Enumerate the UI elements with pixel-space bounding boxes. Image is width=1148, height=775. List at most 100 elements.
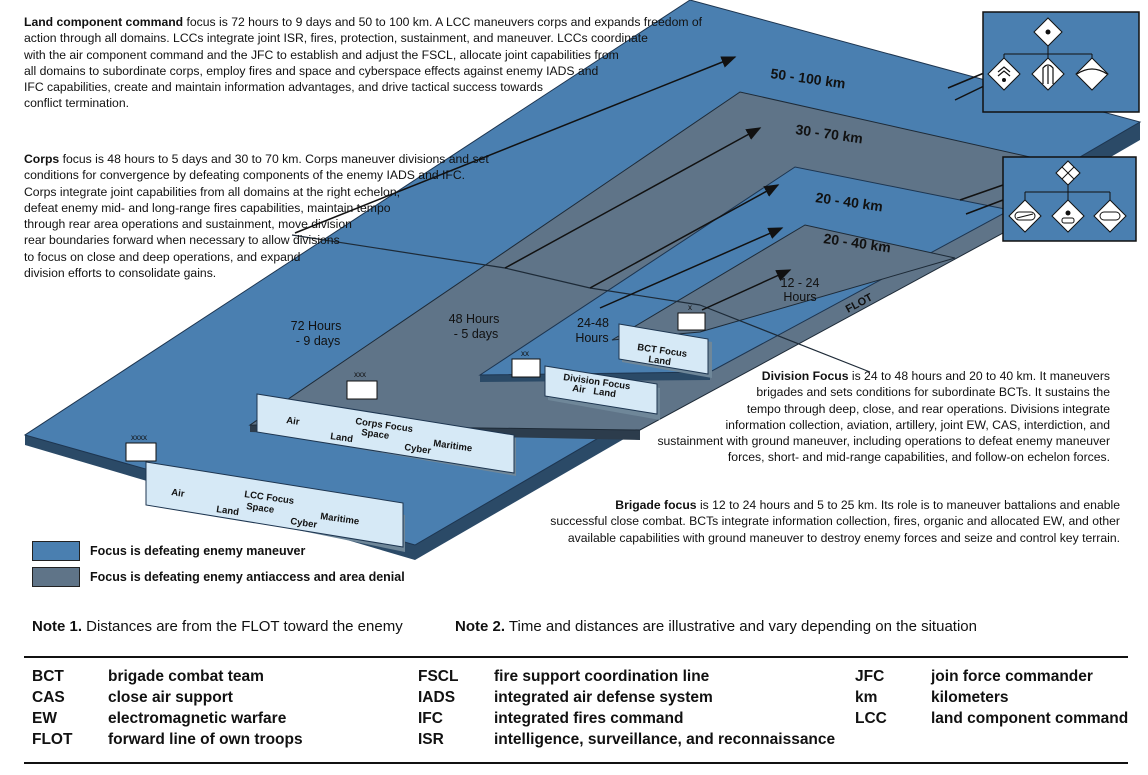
- lcc-line: with the air component command and the J…: [24, 47, 619, 62]
- lcc-panel-cyber: Cyber: [290, 516, 318, 531]
- corps-panel-cyber: Cyber: [404, 442, 432, 457]
- lcc-line: conflict termination.: [24, 96, 129, 111]
- note-2-text: Time and distances are illustrative and …: [505, 618, 977, 635]
- division-line: sustainment with ground maneuver, includ…: [657, 434, 1110, 449]
- lcc-focus-heading: Land component command: [24, 15, 184, 29]
- arrow-20-40-b: [599, 227, 784, 309]
- brigade-focus-text: Brigade focus is 12 to 24 hours and 5 to…: [480, 497, 1120, 546]
- glossary-def: land component command: [931, 710, 1129, 727]
- glossary-row: km kilometers: [855, 687, 1128, 708]
- glossary-abbr: FSCL: [418, 668, 459, 685]
- battlefield-diagram: 50 - 100 km 30 - 70 km 20 - 40 km 20 - 4…: [23, 0, 1142, 560]
- time-label-corps: 48 Hours: [449, 312, 500, 326]
- glossary-abbr: ISR: [418, 731, 444, 748]
- naval-unit-icon: [1075, 57, 1109, 91]
- lcc-panel-land: Land: [216, 504, 240, 518]
- note-2-heading: Note 2.: [455, 618, 506, 635]
- corps-focus-heading: Corps: [24, 152, 60, 166]
- corps-line: rear boundaries forward when necessary t…: [24, 233, 340, 248]
- lcc-panel-space: Space: [246, 501, 275, 516]
- brigade-focus-heading: Brigade focus: [615, 498, 697, 512]
- aviation-unit-icon: [987, 57, 1021, 91]
- legend-item-maneuver: Focus is defeating enemy maneuver: [32, 541, 305, 561]
- glossary-row: ISR intelligence, surveillance, and recon…: [418, 729, 835, 750]
- glossary-row: LCC land component command: [855, 708, 1128, 729]
- lcc-line: IFC capabilities, create and maintain in…: [24, 80, 543, 95]
- glossary-row: IADS integrated air defense system: [418, 687, 835, 708]
- corps-line: to focus on close and deep operations, a…: [24, 249, 301, 264]
- glossary-abbr: IFC: [418, 710, 443, 727]
- time-label-brigade-2: Hours: [783, 290, 816, 304]
- arrow-12-24: [701, 269, 792, 311]
- division-line: brigades and sets conditions for subordi…: [756, 385, 1110, 400]
- note-1: Note 1. Distances are from the FLOT towa…: [32, 618, 403, 635]
- lcc-panel-air: Air: [171, 487, 186, 500]
- glossary-abbr: BCT: [32, 668, 64, 685]
- arrow-50-100: [294, 56, 737, 234]
- note-1-heading: Note 1.: [32, 618, 83, 635]
- lcc-focus-panel: LCC Focus Air Land Space Cyber Maritime: [145, 461, 405, 552]
- corps-focus-panel: Corps Focus Air Land Space Cyber Maritim…: [256, 393, 516, 476]
- glossary-abbr: LCC: [855, 710, 887, 727]
- glossary-def: integrated fires command: [494, 710, 684, 727]
- glossary-abbr: EW: [32, 710, 57, 727]
- zone-dividers: [291, 234, 871, 373]
- echelon-marker-x: x: [688, 303, 692, 312]
- division-line: information collection, aviation, artill…: [725, 417, 1110, 432]
- brigade-line: available capabilities with ground maneu…: [567, 530, 1120, 545]
- corps-line: division efforts to consolidate gains.: [24, 266, 217, 281]
- bct-focus-panel: BCT Focus Land: [618, 323, 712, 378]
- echelon-box-brigade: [677, 312, 706, 331]
- division-focus-heading: Division Focus: [761, 369, 849, 383]
- arrow-20-40-a: [589, 184, 780, 289]
- glossary-def: fire support coordination line: [494, 668, 710, 685]
- corps-line: conditions for convergence by defeating …: [24, 168, 466, 183]
- legend-label: Focus is defeating enemy maneuver: [90, 544, 306, 558]
- corps-line: focus is 48 hours to 5 days and 30 to 70…: [59, 152, 489, 166]
- corps-panel-maritime: Maritime: [433, 438, 473, 454]
- echelon-box-division: [511, 358, 541, 378]
- division-panel-air: Air: [572, 383, 587, 396]
- glossary-def: join force commander: [931, 668, 1093, 685]
- bct-panel-land: Land: [648, 354, 672, 368]
- note-2: Note 2. Time and distances are illustrat…: [455, 618, 977, 635]
- corps-line: through rear area operations and sustain…: [24, 217, 352, 232]
- glossary-top-rule: [24, 656, 1128, 658]
- echelon-marker-xxxx: xxxx: [131, 433, 147, 442]
- glossary-def: forward line of own troops: [108, 731, 303, 748]
- corps-line: defeat enemy mid- and long-range fires c…: [24, 200, 391, 215]
- glossary-abbr: IADS: [418, 689, 456, 706]
- time-label-corps-2: - 5 days: [454, 327, 498, 341]
- arrow-30-70: [504, 127, 762, 269]
- echelon-marker-xx: xx: [521, 349, 529, 358]
- legend-swatch-maneuver: [32, 541, 80, 561]
- note-1-text: Distances are from the FLOT toward the e…: [82, 618, 403, 635]
- glossary-row: IFC integrated fires command: [418, 708, 835, 729]
- corps-line: Corps integrate joint capabilities from …: [24, 184, 400, 199]
- glossary-abbr: km: [855, 689, 878, 706]
- glossary-row: FSCL fire support coordination line: [418, 666, 835, 687]
- legend-item-a2ad: Focus is defeating enemy antiaccess and …: [32, 567, 405, 587]
- corps-focus-text: Corps focus is 48 hours to 5 days and 30…: [24, 151, 504, 281]
- echelon-box-lcc: [125, 442, 157, 462]
- corps-panel-air: Air: [286, 415, 301, 428]
- division-line: is 24 to 48 hours and 20 to 40 km. It ma…: [848, 369, 1110, 383]
- division-line: tempo through deep, close, and rear oper…: [746, 401, 1110, 416]
- echelon-marker-xxx: xxx: [354, 370, 366, 379]
- glossary-def: brigade combat team: [108, 668, 264, 685]
- glossary-def: intelligence, surveillance, and reconnai…: [494, 731, 836, 748]
- glossary-def: integrated air defense system: [494, 689, 713, 706]
- glossary-row: BCT brigade combat team: [32, 666, 303, 687]
- lcc-panel-maritime: Maritime: [320, 511, 360, 527]
- reconnaissance-unit-icon: [1093, 199, 1127, 233]
- glossary-def: kilometers: [931, 689, 1009, 706]
- corps-symbol-box: [1002, 156, 1137, 242]
- glossary-abbr: FLOT: [32, 731, 73, 748]
- lcc-focus-text: Land component command focus is 72 hours…: [24, 14, 724, 112]
- glossary-column-2: FSCL fire support coordination line IADS i…: [418, 666, 835, 750]
